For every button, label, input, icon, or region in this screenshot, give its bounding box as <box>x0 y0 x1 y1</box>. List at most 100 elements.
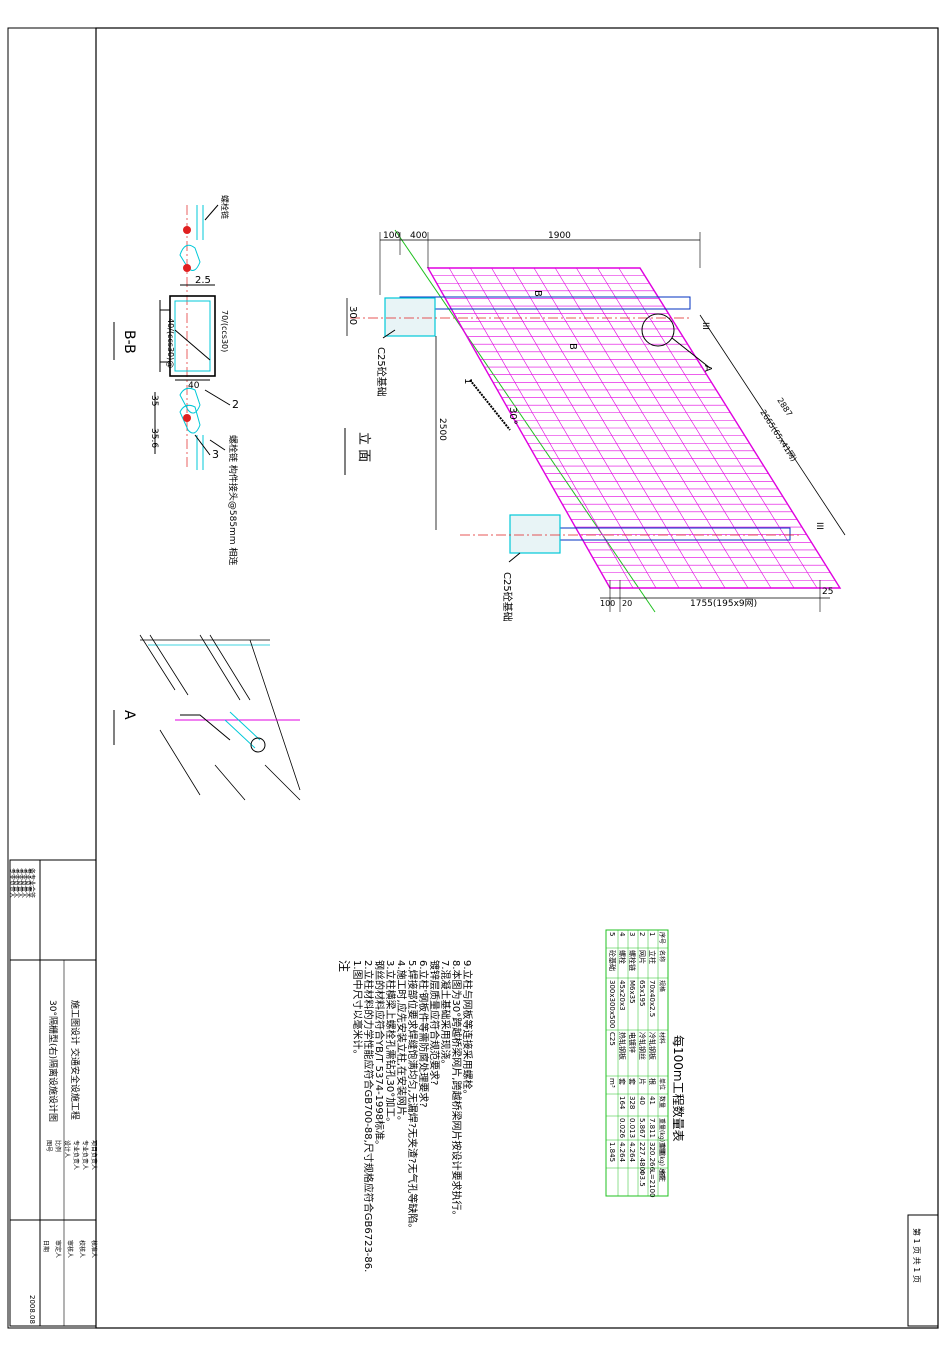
role-label-2: 日期 <box>42 1240 50 1252</box>
role-label: 比例 <box>54 1140 62 1152</box>
post-diag <box>174 329 211 361</box>
dim-2-5: 2.5 <box>195 275 211 286</box>
inner-border <box>95 27 939 1329</box>
concrete-label-upper: C25砼基础 <box>375 347 388 397</box>
table-header-cell: 重量(kg) 单重 <box>658 1118 666 1156</box>
section-bb: B-B 2.5 40 35 35.6 40/(ccs30)@ 70/(ccs30… <box>113 195 239 565</box>
link-bottom-2 <box>179 404 201 434</box>
dim-400: 400 <box>410 231 427 241</box>
table-header-cell: 重量(kg) 总重 <box>658 1142 666 1180</box>
table-cell: Φ3.5 <box>638 1170 646 1187</box>
mark-b2: B <box>567 343 578 350</box>
dim-35-6: 35.6 <box>149 428 159 448</box>
dim-20: 20 <box>622 599 632 608</box>
dim-2887: 2887 <box>775 396 794 418</box>
table-header-cell: 名称 <box>658 950 666 962</box>
concrete-label-lower: C25砼基础 <box>501 572 514 622</box>
table-cell: 3 <box>628 932 636 936</box>
table-header-cell: 规格 <box>658 980 666 992</box>
note-line: 镀锌层质量应符合规范要求? <box>428 960 441 1085</box>
table-cell: 冷轧钢丝 <box>638 1032 647 1060</box>
table-cell: 45x20x3 <box>618 980 626 1011</box>
table-cell: 螺栓 <box>618 950 627 964</box>
elevation: 立 面 100 400 1900 300 2500 2887 2665(65x4… <box>344 229 846 622</box>
table-cell: C25 <box>608 1032 616 1046</box>
detail-a-title: A <box>121 710 137 720</box>
table-cell: 227.480 <box>638 1142 646 1171</box>
dim-mid: 40/(ccs30)@ <box>166 318 175 368</box>
note-line: 9.立柱与网板等连接采用螺栓。 <box>461 960 474 1100</box>
dim-100-top: 100 <box>383 231 400 241</box>
mesh-vline <box>533 267 726 589</box>
table-cell: 冷轧钢板 <box>648 1032 657 1060</box>
dim-1900: 1900 <box>548 231 571 241</box>
dim-100-bottom: 100 <box>600 599 615 608</box>
dim-right: 70/(ccs30) <box>220 310 229 352</box>
role-label: 设计人 <box>63 1140 71 1158</box>
dim-35: 35 <box>149 395 159 406</box>
table-header-cell: 数量 <box>658 1096 666 1108</box>
hatch <box>469 379 511 431</box>
table-cell: 电镀锌 <box>628 1032 637 1053</box>
table-cell: 套 <box>628 1078 637 1085</box>
mark-iii-1: III <box>700 322 710 330</box>
table-cell: 41 <box>648 1096 656 1105</box>
mark-iii-2: III <box>814 522 824 530</box>
table-cell: 5 <box>608 932 616 936</box>
table-cell: 40 <box>638 1096 646 1105</box>
table-header-cell: 序号 <box>658 932 666 944</box>
post-upper <box>399 296 691 310</box>
role-label-2: 审定人 <box>54 1240 62 1258</box>
note-line: 1.图中尺寸以毫米计。 <box>351 960 364 1060</box>
table-header-cell: 备注 <box>658 1170 666 1182</box>
table-cell: 4 <box>618 932 626 937</box>
dim-40: 40 <box>188 381 200 391</box>
mesh-grid <box>432 267 836 589</box>
table-cell: 0.013 <box>628 1118 636 1138</box>
table-cell: 300x300x500 <box>608 980 616 1028</box>
section-bb-title: B-B <box>121 330 137 354</box>
page-number: 第 1 页 共 1 页 <box>912 1228 922 1283</box>
dim-2500: 2500 <box>437 418 447 441</box>
bolt-top-1 <box>183 226 191 234</box>
mesh-vline <box>512 267 703 589</box>
bolt-top-2 <box>183 264 191 272</box>
table-title: 每100m工程数量表 <box>671 1035 686 1142</box>
dim-2665: 2665(65x41网) <box>758 408 798 463</box>
notes: 注 1.图中尺寸以毫米计。2.立柱材料的力学性能应符合GB700-88,尺寸规格… <box>337 960 474 1272</box>
table-cell: 砼基础 <box>608 950 617 971</box>
dim-25: 25 <box>822 587 833 597</box>
elevation-title: 立 面 <box>356 432 371 462</box>
table-cell: L=2100 <box>648 1170 656 1198</box>
table-cell: 5.867 <box>638 1118 646 1138</box>
foundation-upper <box>384 297 436 337</box>
table-cell: 1 <box>648 932 656 936</box>
table-header-cell: 材料 <box>658 1032 666 1044</box>
chain-top <box>196 205 204 240</box>
date-value: 2008.08 <box>28 1295 36 1324</box>
bolt-bottom <box>183 414 191 422</box>
table-cell: 328 <box>628 1096 636 1109</box>
note-line: 5.焊接部位要求焊缝饱满均匀,无漏焊?无夹渣?无气孔等缺陷。 <box>406 960 419 1233</box>
role-label-2: 核准人 <box>90 1240 98 1258</box>
title-block-frame <box>9 859 97 1327</box>
dim-300: 300 <box>347 306 358 325</box>
table-cell: 热轧钢板 <box>618 1032 627 1060</box>
table-cell: 4.264 <box>618 1142 626 1163</box>
table-cell: 70x40x2.5 <box>648 980 656 1017</box>
role-label: 项目负责人 <box>90 1140 98 1170</box>
signoff-row: 专业负责人 <box>24 868 32 898</box>
note-line: 7.混凝土基础采用现浇。 <box>439 960 452 1070</box>
table-cell: 320.266 <box>648 1142 656 1171</box>
ground-line <box>394 229 656 613</box>
angle-label: 30° <box>507 407 518 425</box>
callout-2: 2 <box>232 398 239 411</box>
mesh-vline <box>618 267 818 589</box>
foundation-lower <box>509 514 561 554</box>
table-cell: 网片 <box>638 950 647 964</box>
signoff-row: 专业负责人 <box>16 868 24 898</box>
table-cell: 立柱 <box>648 950 657 964</box>
